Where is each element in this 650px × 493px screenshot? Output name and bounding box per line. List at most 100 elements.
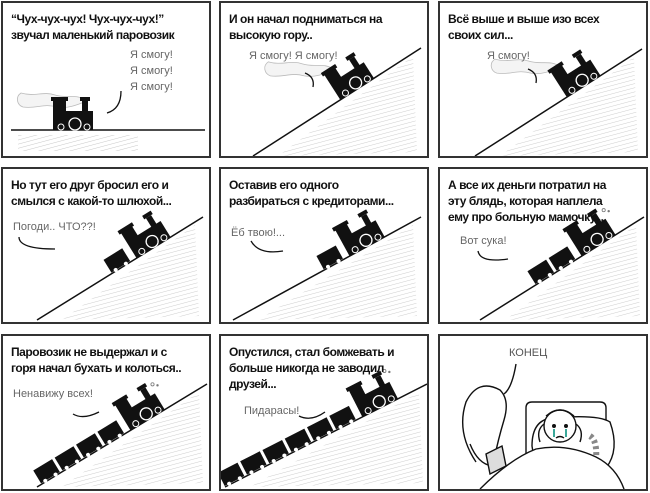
- wagon-wheel: [282, 453, 287, 458]
- girl-eye: [564, 424, 568, 428]
- wagon-wheel: [43, 478, 48, 483]
- locomotive-boiler: [350, 220, 385, 251]
- speech-tail: [304, 72, 314, 88]
- wagon-wheel: [326, 264, 331, 269]
- wagon: [316, 245, 343, 270]
- speech-text: Погоди.. ЧТО??!: [13, 221, 96, 233]
- smoke-icon: [264, 61, 335, 77]
- locomotive-roof: [562, 220, 579, 233]
- book-icon: [485, 444, 507, 476]
- smoke-icon: [490, 58, 562, 75]
- wagon-wheel: [547, 272, 552, 277]
- ground-hatching: [18, 135, 138, 151]
- locomotive-chimney-top: [571, 49, 583, 59]
- girl-mouth: [555, 435, 565, 439]
- train-icon: [320, 52, 375, 100]
- panel-caption: Опустился, стал бомжевать и больше никог…: [229, 345, 395, 391]
- locomotive-wheel: [372, 394, 386, 409]
- speech-tail: [18, 236, 56, 250]
- speech-text: Пидарасы!: [244, 405, 300, 417]
- wagon-wheel: [117, 433, 122, 438]
- train-icon: [547, 49, 601, 98]
- wagon: [329, 405, 356, 430]
- wagon-wheel: [316, 436, 321, 441]
- train-icon: [221, 370, 398, 487]
- wagon-wheel: [74, 459, 79, 464]
- striped-blanket: [588, 433, 600, 475]
- locomotive-cab: [335, 223, 361, 257]
- hill-hatching: [278, 56, 417, 156]
- wagon-wheel: [123, 261, 128, 266]
- panel-7-drawing: [33, 382, 208, 488]
- bed-headboard: [525, 401, 607, 489]
- comic-panel-8: Опустился, стал бомжевать и больше никог…: [219, 334, 429, 491]
- locomotive-wheel: [590, 232, 604, 247]
- locomotive-wheel: [359, 233, 373, 247]
- wagon-wheel: [86, 452, 91, 457]
- panel-caption: Паровозик не выдержал и с горя начал бух…: [11, 345, 182, 375]
- wagon-wheel: [293, 447, 298, 452]
- locomotive-boiler: [364, 381, 398, 412]
- locomotive-roof: [345, 380, 363, 393]
- train-icon: [33, 382, 165, 484]
- train-icon: [316, 209, 385, 270]
- wagon: [33, 459, 60, 484]
- panel-4-drawing: [18, 210, 204, 321]
- locomotive-boiler: [65, 111, 93, 130]
- locomotive-wheel: [583, 245, 591, 253]
- sweat-drop-icon: [156, 384, 159, 387]
- locomotive-chimney: [140, 387, 152, 400]
- speech-tail: [477, 250, 509, 261]
- comic-panel-7: Паровозик не выдержал и с горя начал бух…: [1, 334, 211, 491]
- wagon-wheel: [96, 446, 101, 451]
- comic-panel-5: Оставив его одного разбираться с кредито…: [219, 167, 429, 324]
- locomotive-wheel: [132, 420, 140, 428]
- locomotive-cab: [114, 397, 142, 431]
- sweat-drop-icon: [607, 209, 610, 213]
- wagon: [548, 246, 576, 271]
- panel-caption: А все их деньги потратил на эту блядь, к…: [448, 178, 606, 224]
- locomotive-wheel: [138, 247, 146, 255]
- locomotive-wheel: [83, 123, 91, 131]
- locomotive-wheel: [568, 86, 576, 94]
- wagon-wheel: [336, 259, 341, 264]
- panel-6-drawing: [477, 208, 645, 321]
- locomotive-roof: [51, 97, 68, 101]
- wagon-wheel: [227, 481, 232, 486]
- panel-9-drawing: [461, 363, 625, 489]
- slope-line: [252, 47, 422, 156]
- comic-panel-2: И он начал подниматься на высокую гору..…: [219, 1, 429, 158]
- wagon-wheel: [53, 472, 58, 477]
- locomotive-boiler: [566, 59, 601, 91]
- wagon-wheel: [537, 279, 542, 284]
- speech-text: Я смогу! Я смогу! Я смогу!: [130, 49, 173, 93]
- slope-line: [474, 48, 643, 156]
- panel-2-drawing: [252, 47, 422, 156]
- locomotive-chimney-top: [345, 52, 356, 61]
- wagon-wheel: [349, 419, 354, 424]
- blanket: [479, 446, 625, 489]
- locomotive-chimney: [361, 213, 372, 227]
- panel-1-drawing: [11, 90, 205, 151]
- locomotive-chimney: [590, 212, 602, 226]
- panel-8-drawing: [221, 368, 427, 488]
- train-icon: [527, 208, 616, 285]
- slope-line: [36, 383, 208, 488]
- locomotive-cab: [324, 67, 352, 100]
- locomotive-chimney-top: [371, 370, 383, 379]
- slope-line: [36, 216, 204, 321]
- hill-hatching: [62, 392, 203, 487]
- comic-panel-3: Всё выше и выше изо всех своих сил... Я …: [438, 1, 648, 158]
- locomotive-wheel: [363, 75, 371, 83]
- girl-hair: [537, 409, 583, 443]
- locomotive-boiler: [340, 62, 375, 94]
- hill-hatching: [62, 225, 199, 320]
- locomotive-chimney: [349, 56, 361, 70]
- locomotive-cab: [120, 225, 148, 259]
- locomotive-wheel: [605, 232, 613, 240]
- locomotive-chimney-top: [142, 210, 153, 220]
- locomotive-wheel: [68, 117, 82, 131]
- wagon-wheel: [271, 459, 276, 464]
- hill-hatching: [505, 225, 640, 320]
- wagon-wheel: [326, 430, 331, 435]
